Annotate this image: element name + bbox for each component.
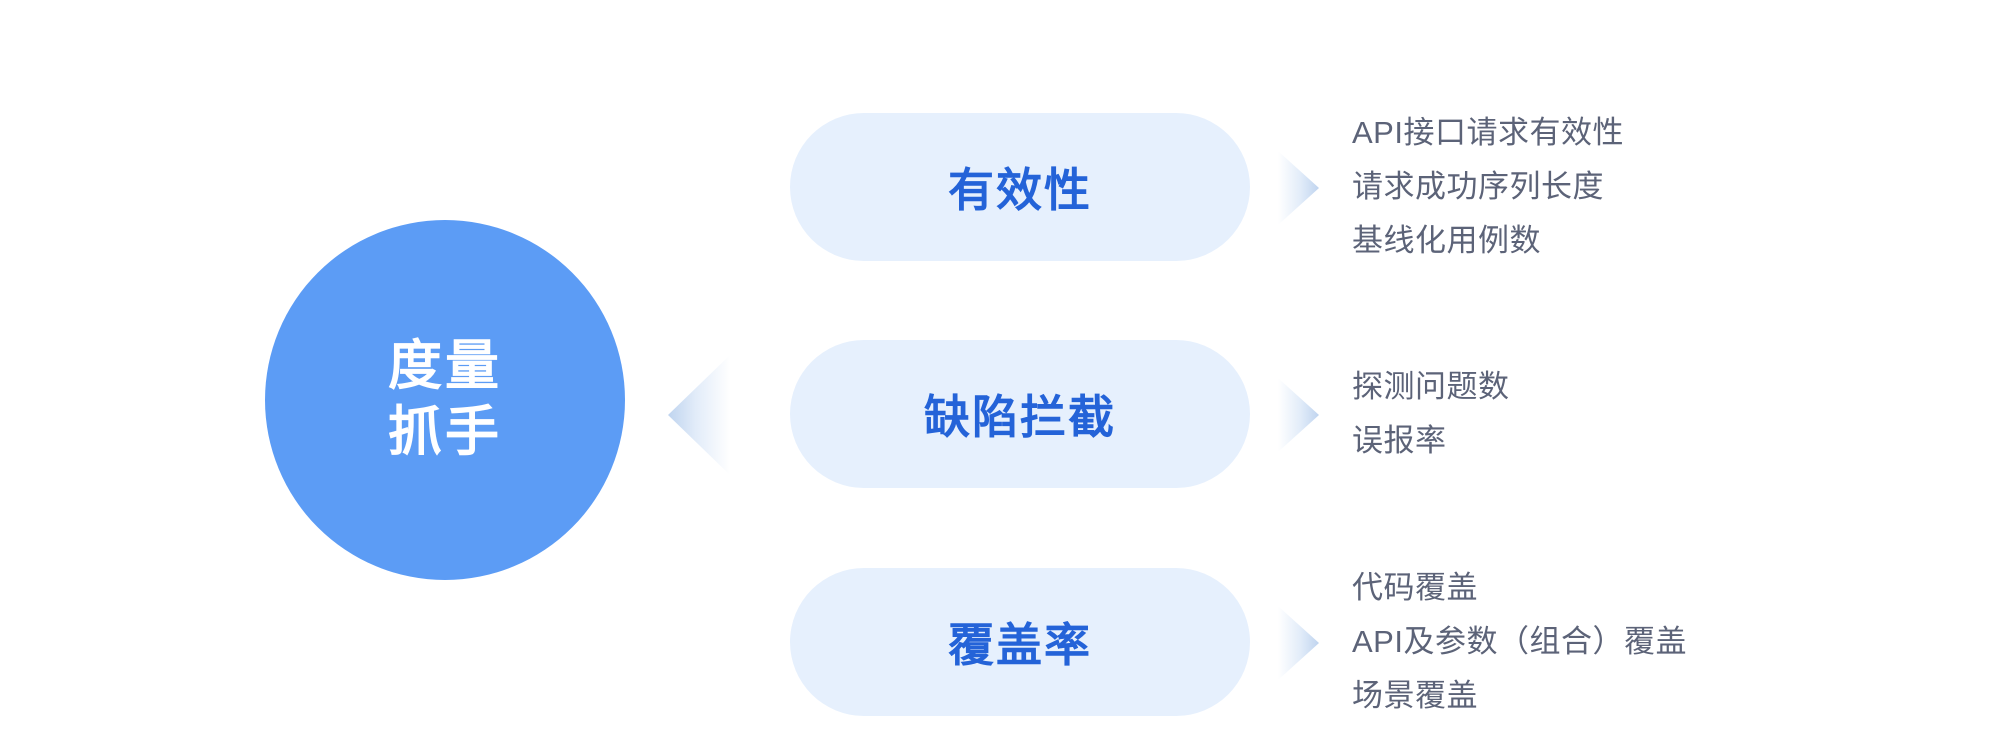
- category-label: 有效性: [948, 164, 1092, 216]
- category-pill[interactable]: 缺陷拦截: [790, 340, 1250, 488]
- metric-item: 探测问题数: [1352, 369, 1510, 404]
- triangle-right-icon: [1278, 151, 1319, 225]
- category-pill[interactable]: 有效性: [790, 113, 1250, 261]
- hub-label-line-2: 抓手: [388, 402, 502, 462]
- triangle-right-icon: [1278, 378, 1319, 452]
- metric-list: API接口请求有效性 请求成功序列长度 基线化用例数: [1352, 113, 1624, 261]
- metric-item: 误报率: [1352, 423, 1447, 458]
- metric-item: API及参数（组合）覆盖: [1352, 624, 1687, 659]
- category-pill[interactable]: 覆盖率: [790, 568, 1250, 716]
- category-label: 缺陷拦截: [924, 391, 1116, 443]
- row-connector-arrow: [1278, 378, 1320, 452]
- triangle-right-icon: [1278, 606, 1319, 680]
- hub-connector-arrow: [666, 355, 730, 475]
- metric-item: API接口请求有效性: [1352, 115, 1624, 150]
- metric-item: 代码覆盖: [1352, 570, 1478, 605]
- row-connector-arrow: [1278, 151, 1320, 225]
- metric-list: 代码覆盖 API及参数（组合）覆盖 场景覆盖: [1352, 568, 1687, 716]
- row-connector-arrow: [1278, 606, 1320, 680]
- category-label: 覆盖率: [948, 619, 1092, 671]
- triangle-left-icon: [668, 355, 730, 475]
- metric-item: 请求成功序列长度: [1352, 169, 1604, 204]
- metric-item: 场景覆盖: [1352, 678, 1478, 713]
- hub-label-line-1: 度量: [388, 336, 502, 397]
- hub-circle: 度量 抓手: [265, 220, 625, 580]
- metric-list: 探测问题数 误报率: [1352, 340, 1510, 488]
- metric-item: 基线化用例数: [1352, 223, 1541, 258]
